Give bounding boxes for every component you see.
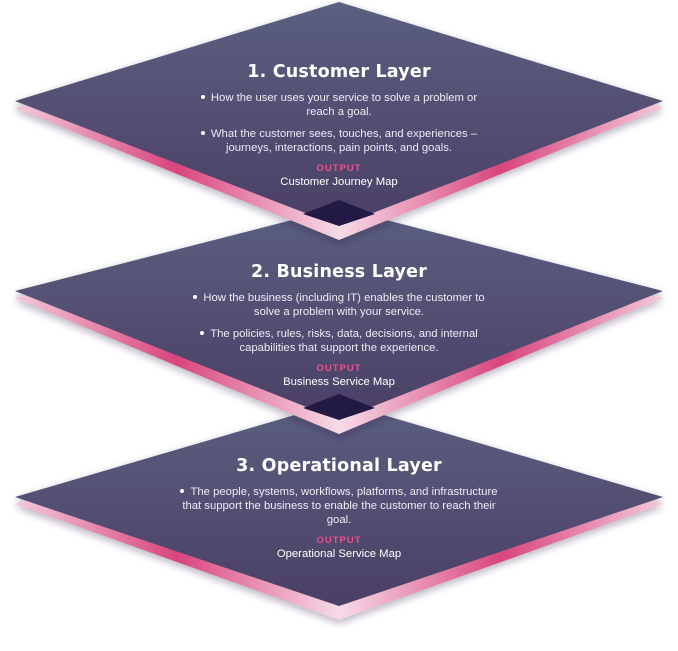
bullet-dot-icon <box>180 489 185 494</box>
layer-3-output-label: OUTPUT <box>316 535 362 546</box>
layer-3-output-value: Operational Service Map <box>276 548 402 560</box>
layer-2-bullet-1-text: How the business (including IT) enables … <box>203 292 485 318</box>
bullet-dot-icon <box>200 131 205 136</box>
layer-1-content: 1. Customer Layer How the user uses your… <box>0 62 678 188</box>
bullet-dot-icon <box>193 295 198 300</box>
layer-3-face <box>15 402 663 606</box>
bullet-dot-icon <box>200 95 205 100</box>
layer-2-face <box>15 208 663 420</box>
layer-2-content: 2. Business Layer How the business (incl… <box>0 262 678 388</box>
layer-1-face <box>15 2 663 226</box>
layer-1-bullet-2: What the customer sees, touches, and exp… <box>189 127 489 155</box>
layer-2-bullet-2-text: The policies, rules, risks, data, decisi… <box>210 328 478 354</box>
layer-1-notch <box>303 200 375 226</box>
layer-2-output-value: Business Service Map <box>283 376 395 388</box>
layer-1-bullet-1-text: How the user uses your service to solve … <box>210 92 478 118</box>
layer-2-title: 2. Business Layer <box>250 262 428 282</box>
layer-3-bullet-1-text: The people, systems, workflows, platform… <box>182 486 498 526</box>
layer-2-notch <box>303 394 375 420</box>
bullet-dot-icon <box>200 331 205 336</box>
layer-2-bullet-2: The policies, rules, risks, data, decisi… <box>189 327 489 355</box>
layer-1-diamond <box>15 2 663 240</box>
layer-3-bullet-1: The people, systems, workflows, platform… <box>179 485 499 527</box>
layer-3-content: 3. Operational Layer The people, systems… <box>0 456 678 560</box>
layer-1-title: 1. Customer Layer <box>247 62 431 82</box>
layer-1-output-label: OUTPUT <box>316 163 362 174</box>
layer-1-bullet-2-text: What the customer sees, touches, and exp… <box>210 128 478 154</box>
layer-2-diamond <box>15 208 663 434</box>
layer-1-output-value: Customer Journey Map <box>280 176 398 188</box>
layer-3-diamond <box>15 402 663 620</box>
layer-1-bullet-1: How the user uses your service to solve … <box>189 91 489 119</box>
layer-2-output-label: OUTPUT <box>316 363 362 374</box>
layer-2-bullet-1: How the business (including IT) enables … <box>189 291 489 319</box>
layer-3-title: 3. Operational Layer <box>236 456 442 476</box>
